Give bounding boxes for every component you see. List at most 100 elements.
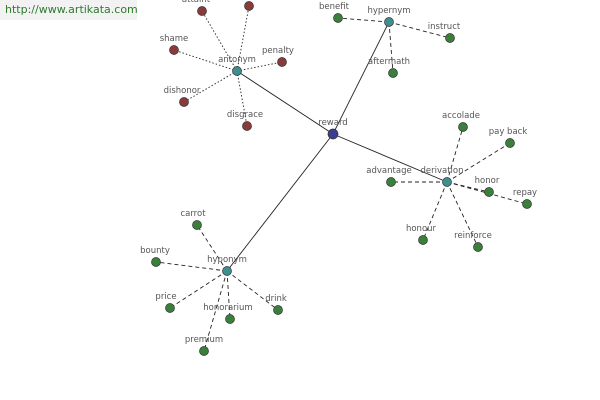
edge-derivation-honour [422, 181, 448, 241]
node-accolade-label: accolade [442, 111, 480, 121]
node-repay[interactable]: repay [513, 188, 537, 209]
node-antonym-top[interactable] [244, 1, 254, 11]
node-shame[interactable]: shame [160, 34, 189, 55]
node-penalty[interactable]: penalty [262, 46, 294, 67]
node-dishonor[interactable]: dishonor [164, 86, 201, 107]
node-dishonor-label: dishonor [164, 86, 201, 96]
node-drink-dot[interactable] [273, 305, 283, 315]
node-carrot-dot[interactable] [192, 220, 202, 230]
node-attaint-dot[interactable] [197, 6, 207, 16]
node-attaint[interactable]: attaint [182, 0, 211, 16]
node-disgrace-dot[interactable] [242, 121, 252, 131]
node-drink-label: drink [265, 294, 287, 304]
node-reinforce[interactable]: reinforce [454, 231, 492, 252]
node-reward[interactable]: reward [318, 118, 348, 140]
node-accolade[interactable]: accolade [442, 111, 480, 132]
edge-hyponym-carrot [196, 224, 228, 272]
node-derivation[interactable]: derivation [420, 166, 464, 187]
edge-antonym-shame [173, 49, 238, 72]
node-pay-back-label: pay back [489, 127, 528, 137]
node-derivation-label: derivation [420, 166, 463, 176]
artikata-site-link[interactable]: http://www.artikata.com [0, 0, 138, 20]
node-reward-dot[interactable] [327, 128, 339, 140]
node-disgrace[interactable]: disgrace [227, 110, 263, 131]
node-price-dot[interactable] [165, 303, 175, 313]
node-dishonor-dot[interactable] [179, 97, 189, 107]
node-derivation-dot[interactable] [442, 177, 452, 187]
edge-hyponym-bounty [155, 261, 228, 272]
node-hyponym-label: hyponym [207, 255, 247, 265]
node-price[interactable]: price [155, 292, 177, 313]
node-advantage-label: advantage [366, 166, 411, 176]
node-hyponym[interactable]: hyponym [207, 255, 247, 276]
edge-derivation-reinforce [446, 181, 479, 248]
node-advantage-dot[interactable] [386, 177, 396, 187]
node-aftermath-dot[interactable] [388, 68, 398, 78]
node-aftermath-label: aftermath [368, 57, 410, 67]
edge-derivation-accolade [446, 126, 464, 183]
node-shame-label: shame [160, 34, 189, 44]
node-drink[interactable]: drink [265, 294, 287, 315]
node-honor-dot[interactable] [484, 187, 494, 197]
edge-hypernym-benefit [337, 17, 390, 23]
edge-reward-derivation [332, 133, 448, 183]
node-reward-label: reward [318, 118, 347, 128]
node-benefit[interactable]: benefit [319, 2, 350, 23]
node-advantage[interactable]: advantage [366, 166, 412, 187]
node-antonym-label: antonym [218, 55, 256, 65]
node-honour-dot[interactable] [418, 235, 428, 245]
edge-hypernym-aftermath [388, 21, 394, 74]
node-carrot[interactable]: carrot [180, 209, 206, 230]
node-bounty[interactable]: bounty [140, 246, 170, 267]
edge-antonym-attaint [201, 10, 238, 72]
node-instruct[interactable]: instruct [428, 22, 461, 43]
node-bounty-dot[interactable] [151, 257, 161, 267]
node-reinforce-label: reinforce [454, 231, 492, 241]
node-pay-back[interactable]: pay back [489, 127, 528, 148]
node-shame-dot[interactable] [169, 45, 179, 55]
node-antonym[interactable]: antonym [218, 55, 256, 76]
edge-hyponym-drink [226, 270, 279, 311]
edge-hypernym-instruct [388, 21, 451, 39]
node-hyponym-dot[interactable] [222, 266, 232, 276]
node-pay-back-dot[interactable] [505, 138, 515, 148]
node-premium-dot[interactable] [199, 346, 209, 356]
node-benefit-dot[interactable] [333, 13, 343, 23]
edge-hyponym-price [169, 270, 228, 309]
node-repay-dot[interactable] [522, 199, 532, 209]
node-benefit-label: benefit [319, 2, 350, 12]
node-instruct-dot[interactable] [445, 33, 455, 43]
edge-reward-hyponym [226, 133, 334, 272]
node-hypernym[interactable]: hypernym [367, 6, 411, 27]
node-antonym-top-dot[interactable] [244, 1, 254, 11]
node-carrot-label: carrot [180, 209, 206, 219]
node-price-label: price [155, 292, 176, 302]
node-premium[interactable]: premium [185, 335, 223, 356]
node-reinforce-dot[interactable] [473, 242, 483, 252]
node-accolade-dot[interactable] [458, 122, 468, 132]
node-penalty-label: penalty [262, 46, 294, 56]
edge-antonym-antonym-top [236, 5, 250, 72]
node-honor-label: honor [475, 176, 500, 186]
node-honorarium[interactable]: honorarium [203, 303, 253, 324]
node-premium-label: premium [185, 335, 223, 345]
node-honour[interactable]: honour [406, 224, 437, 245]
edge-reward-hypernym [332, 21, 390, 135]
edge-antonym-disgrace [236, 70, 248, 127]
node-hypernym-label: hypernym [367, 6, 410, 16]
edge-hyponym-honorarium [226, 270, 231, 320]
node-honor[interactable]: honor [475, 176, 500, 197]
node-honorarium-label: honorarium [203, 303, 252, 313]
node-attaint-label: attaint [182, 0, 211, 5]
node-disgrace-label: disgrace [227, 110, 263, 120]
node-repay-label: repay [513, 188, 537, 198]
graph-edges [155, 5, 528, 352]
node-honorarium-dot[interactable] [225, 314, 235, 324]
node-penalty-dot[interactable] [277, 57, 287, 67]
graph-nodes: attaint shame penalty dishonor disgrace benef… [140, 0, 537, 356]
node-aftermath[interactable]: aftermath [368, 57, 410, 78]
node-antonym-dot[interactable] [232, 66, 242, 76]
node-honour-label: honour [406, 224, 437, 234]
node-hypernym-dot[interactable] [384, 17, 394, 27]
